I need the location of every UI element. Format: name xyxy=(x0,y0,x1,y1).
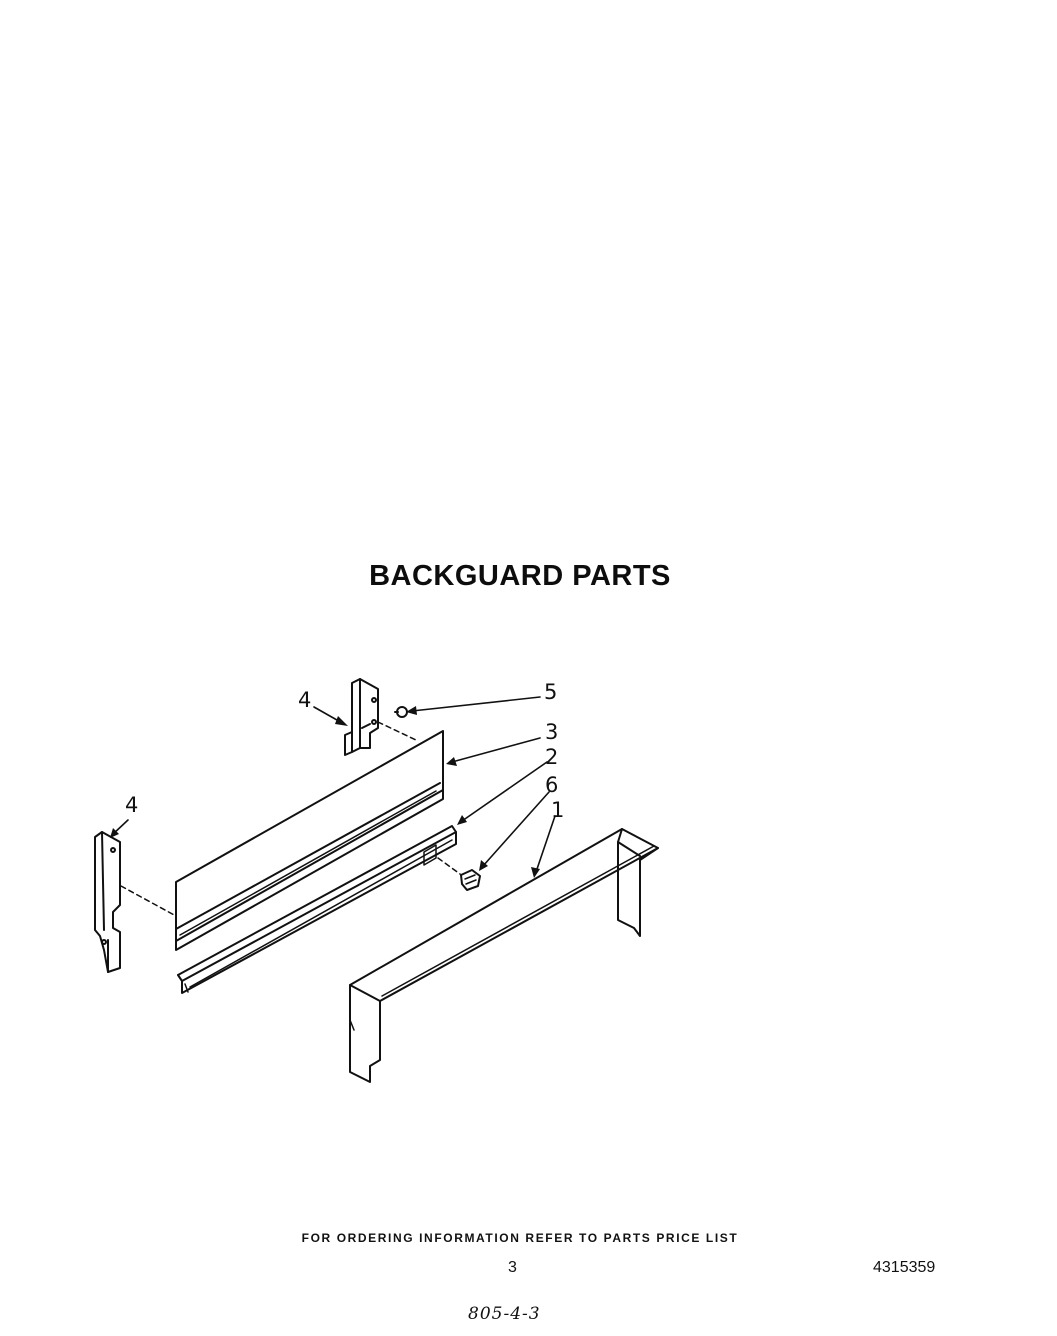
callout-leaders xyxy=(111,696,556,873)
leader-arrowheads xyxy=(110,706,540,878)
leader-3 xyxy=(451,737,541,763)
callout-6: 6 xyxy=(545,773,559,797)
leader-1 xyxy=(535,815,556,873)
page-number: 3 xyxy=(508,1259,517,1276)
handwritten-note: 805-4-3 xyxy=(468,1304,541,1324)
callout-4-lower: 4 xyxy=(125,793,139,817)
trim-strip-part xyxy=(177,825,457,994)
screw-part xyxy=(394,706,408,718)
leader-5 xyxy=(411,696,541,712)
callout-2: 2 xyxy=(545,745,559,769)
clip-part xyxy=(437,857,481,891)
callout-5: 5 xyxy=(544,680,558,704)
end-bracket-lower-part xyxy=(94,831,177,973)
backguard-frame-part xyxy=(349,828,659,1083)
page-title: BACKGUARD PARTS xyxy=(369,560,671,592)
ordering-note: FOR ORDERING INFORMATION REFER TO PARTS … xyxy=(301,1231,739,1245)
end-bracket-upper-part xyxy=(344,678,419,756)
callout-1: 1 xyxy=(551,798,565,822)
callout-3: 3 xyxy=(545,720,559,744)
leader-2 xyxy=(461,761,548,822)
document-number: 4315359 xyxy=(873,1259,936,1276)
callout-4-upper: 4 xyxy=(298,688,312,712)
backguard-panel-part xyxy=(175,730,444,951)
leader-6 xyxy=(482,791,550,867)
